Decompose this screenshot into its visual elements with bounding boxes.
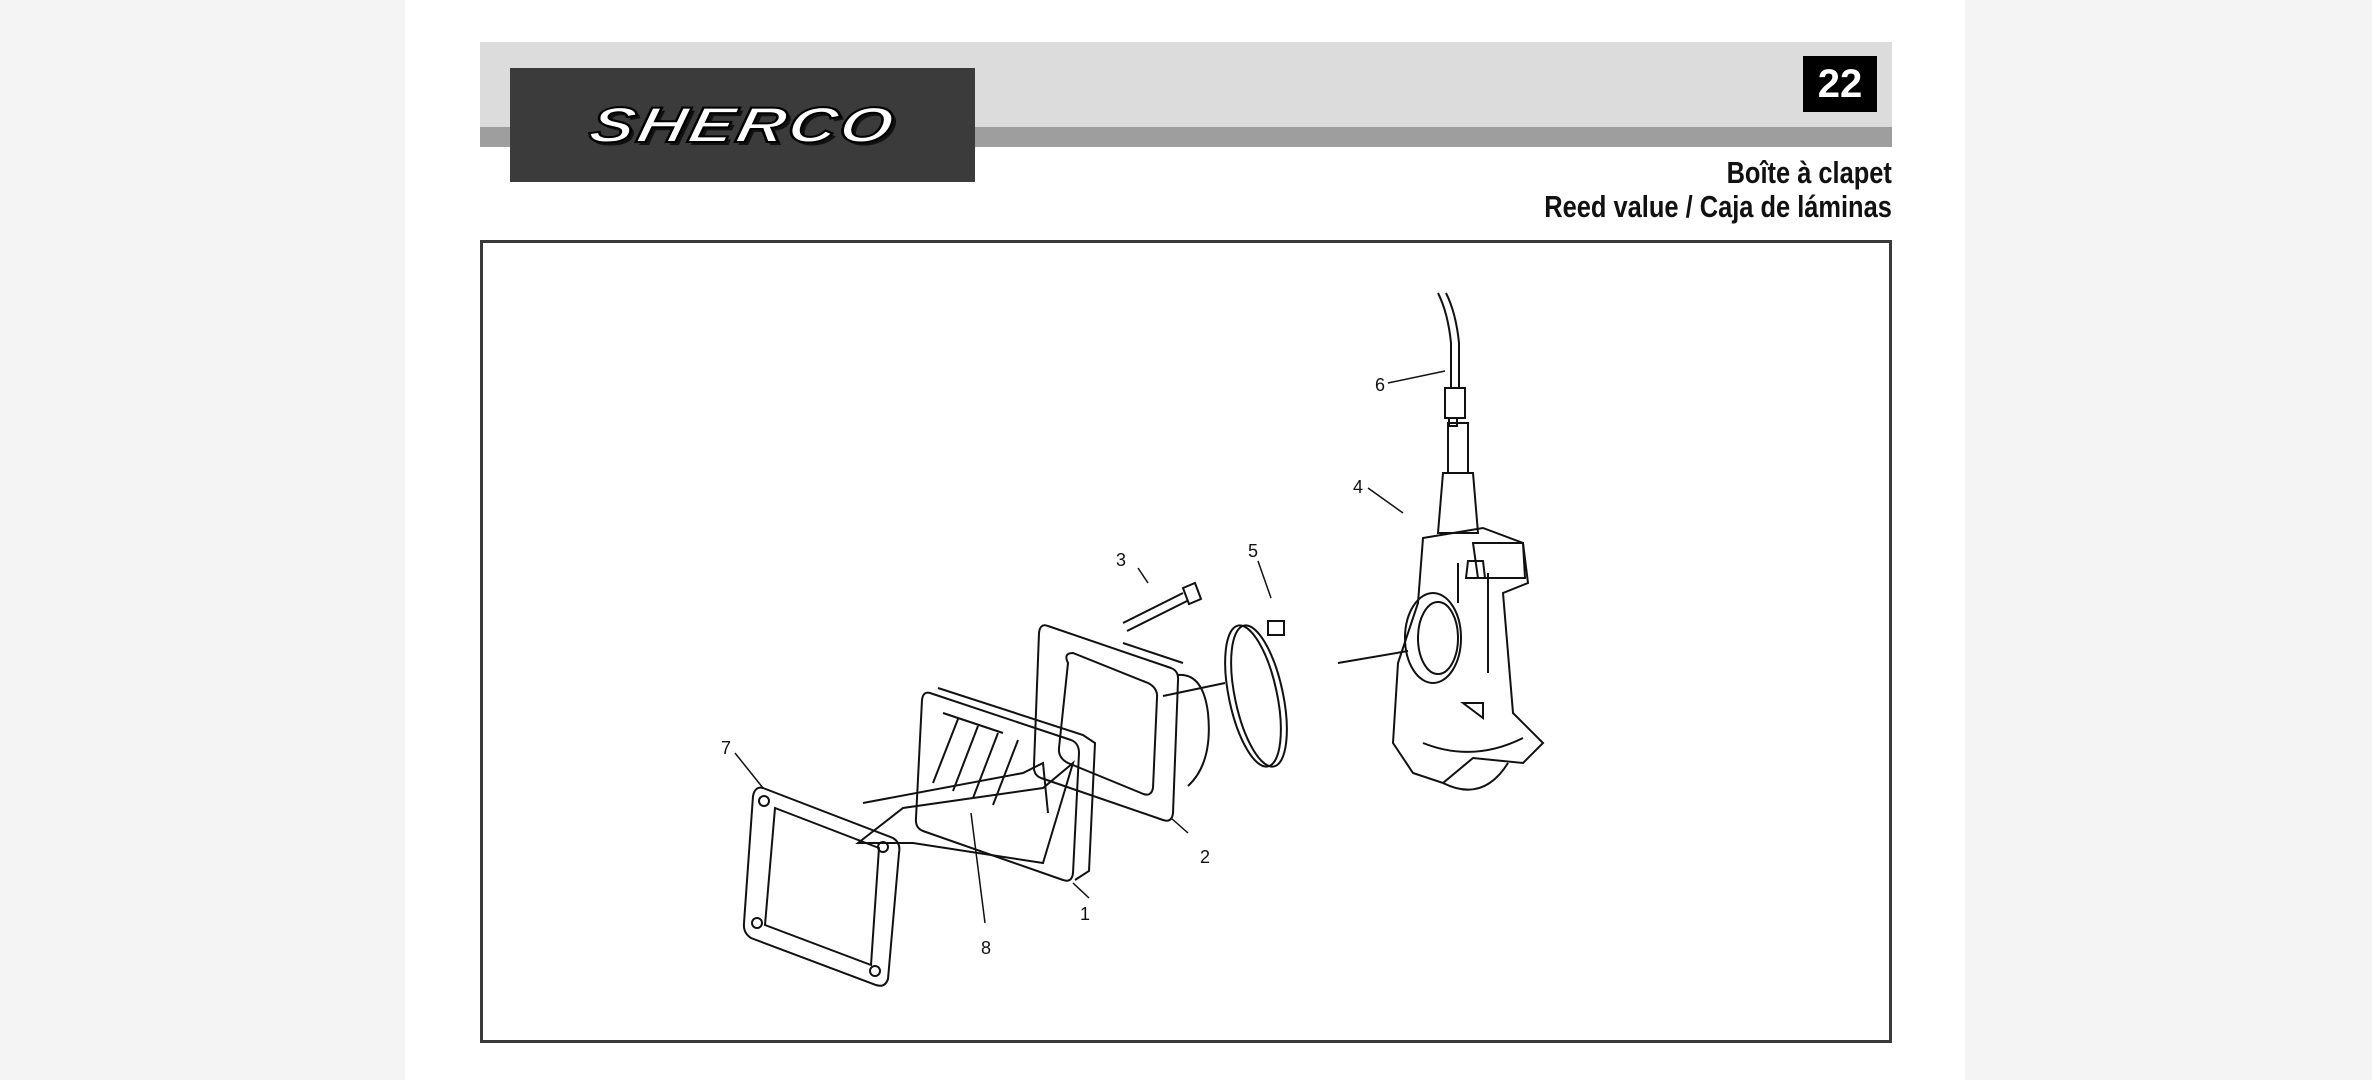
page-number-badge: 22 (1803, 56, 1877, 112)
bolt-part-3 (1122, 581, 1203, 632)
callout-2: 2 (1200, 847, 1210, 867)
callout-6: 6 (1375, 375, 1385, 395)
intake-manifold-part-2 (1032, 624, 1210, 822)
throttle-cable-part-6 (1437, 292, 1466, 427)
manual-page: SHERCO 22 Boîte à clapet Reed value / Ca… (405, 0, 1965, 1080)
carburettor-part-4 (1337, 422, 1545, 791)
brand-text: SHERCO (583, 96, 902, 154)
title-line-2: Reed value / Caja de láminas (1544, 189, 1892, 224)
callout-3: 3 (1116, 550, 1126, 570)
callout-7: 7 (721, 738, 731, 758)
gasket-part-7 (742, 786, 901, 987)
callout-8: 8 (981, 938, 991, 958)
hose-clamp-part-5 (1162, 620, 1288, 768)
callout-leaders (734, 370, 1446, 924)
callout-4: 4 (1353, 477, 1363, 497)
callout-5: 5 (1248, 541, 1258, 561)
title-line-1: Boîte à clapet (1726, 155, 1892, 190)
exploded-parts-diagram: 1 2 3 4 5 6 7 8 (480, 240, 1892, 1043)
reed-block-part-1 (855, 687, 1097, 882)
callout-labels: 1 2 3 4 5 6 7 8 (721, 375, 1385, 958)
callout-1: 1 (1080, 904, 1090, 924)
page-title: Boîte à clapet Reed value / Caja de lámi… (1544, 156, 1892, 224)
sherco-logo: SHERCO (510, 68, 975, 182)
